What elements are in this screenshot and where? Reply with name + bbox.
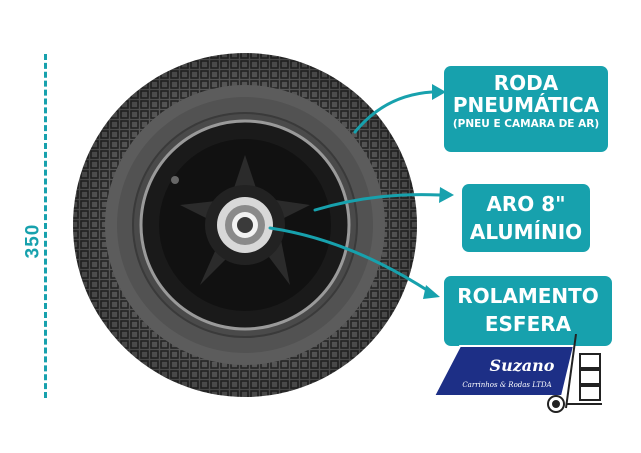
label-aro-line1: ARO 8" bbox=[486, 192, 566, 216]
suzano-logo bbox=[434, 334, 602, 413]
label-rolamento-line1: ROLAMENTO bbox=[457, 284, 599, 308]
label-aro-line2: ALUMÍNIO bbox=[469, 220, 583, 244]
wheel-image bbox=[73, 53, 417, 397]
dimension-line bbox=[44, 54, 47, 398]
label-roda-line3: (PNEU E CAMARA DE AR) bbox=[452, 118, 600, 130]
logo-name: Suzano bbox=[489, 356, 555, 375]
label-roda-line2: PNEUMÁTICA bbox=[452, 93, 600, 117]
hand-truck-icon bbox=[547, 334, 602, 413]
label-rolamento: ROLAMENTO ESFERA bbox=[444, 276, 612, 346]
logo-subtitle: Carrinhos & Rodas LTDA bbox=[462, 381, 552, 389]
dimension-label: 350 bbox=[22, 223, 44, 259]
label-roda-line1: RODA bbox=[493, 71, 559, 95]
label-roda-pneumatica: RODA PNEUMÁTICA (PNEU E CAMARA DE AR) bbox=[444, 66, 608, 152]
label-aro: ARO 8" ALUMÍNIO bbox=[462, 184, 590, 252]
label-rolamento-line2: ESFERA bbox=[484, 312, 572, 336]
